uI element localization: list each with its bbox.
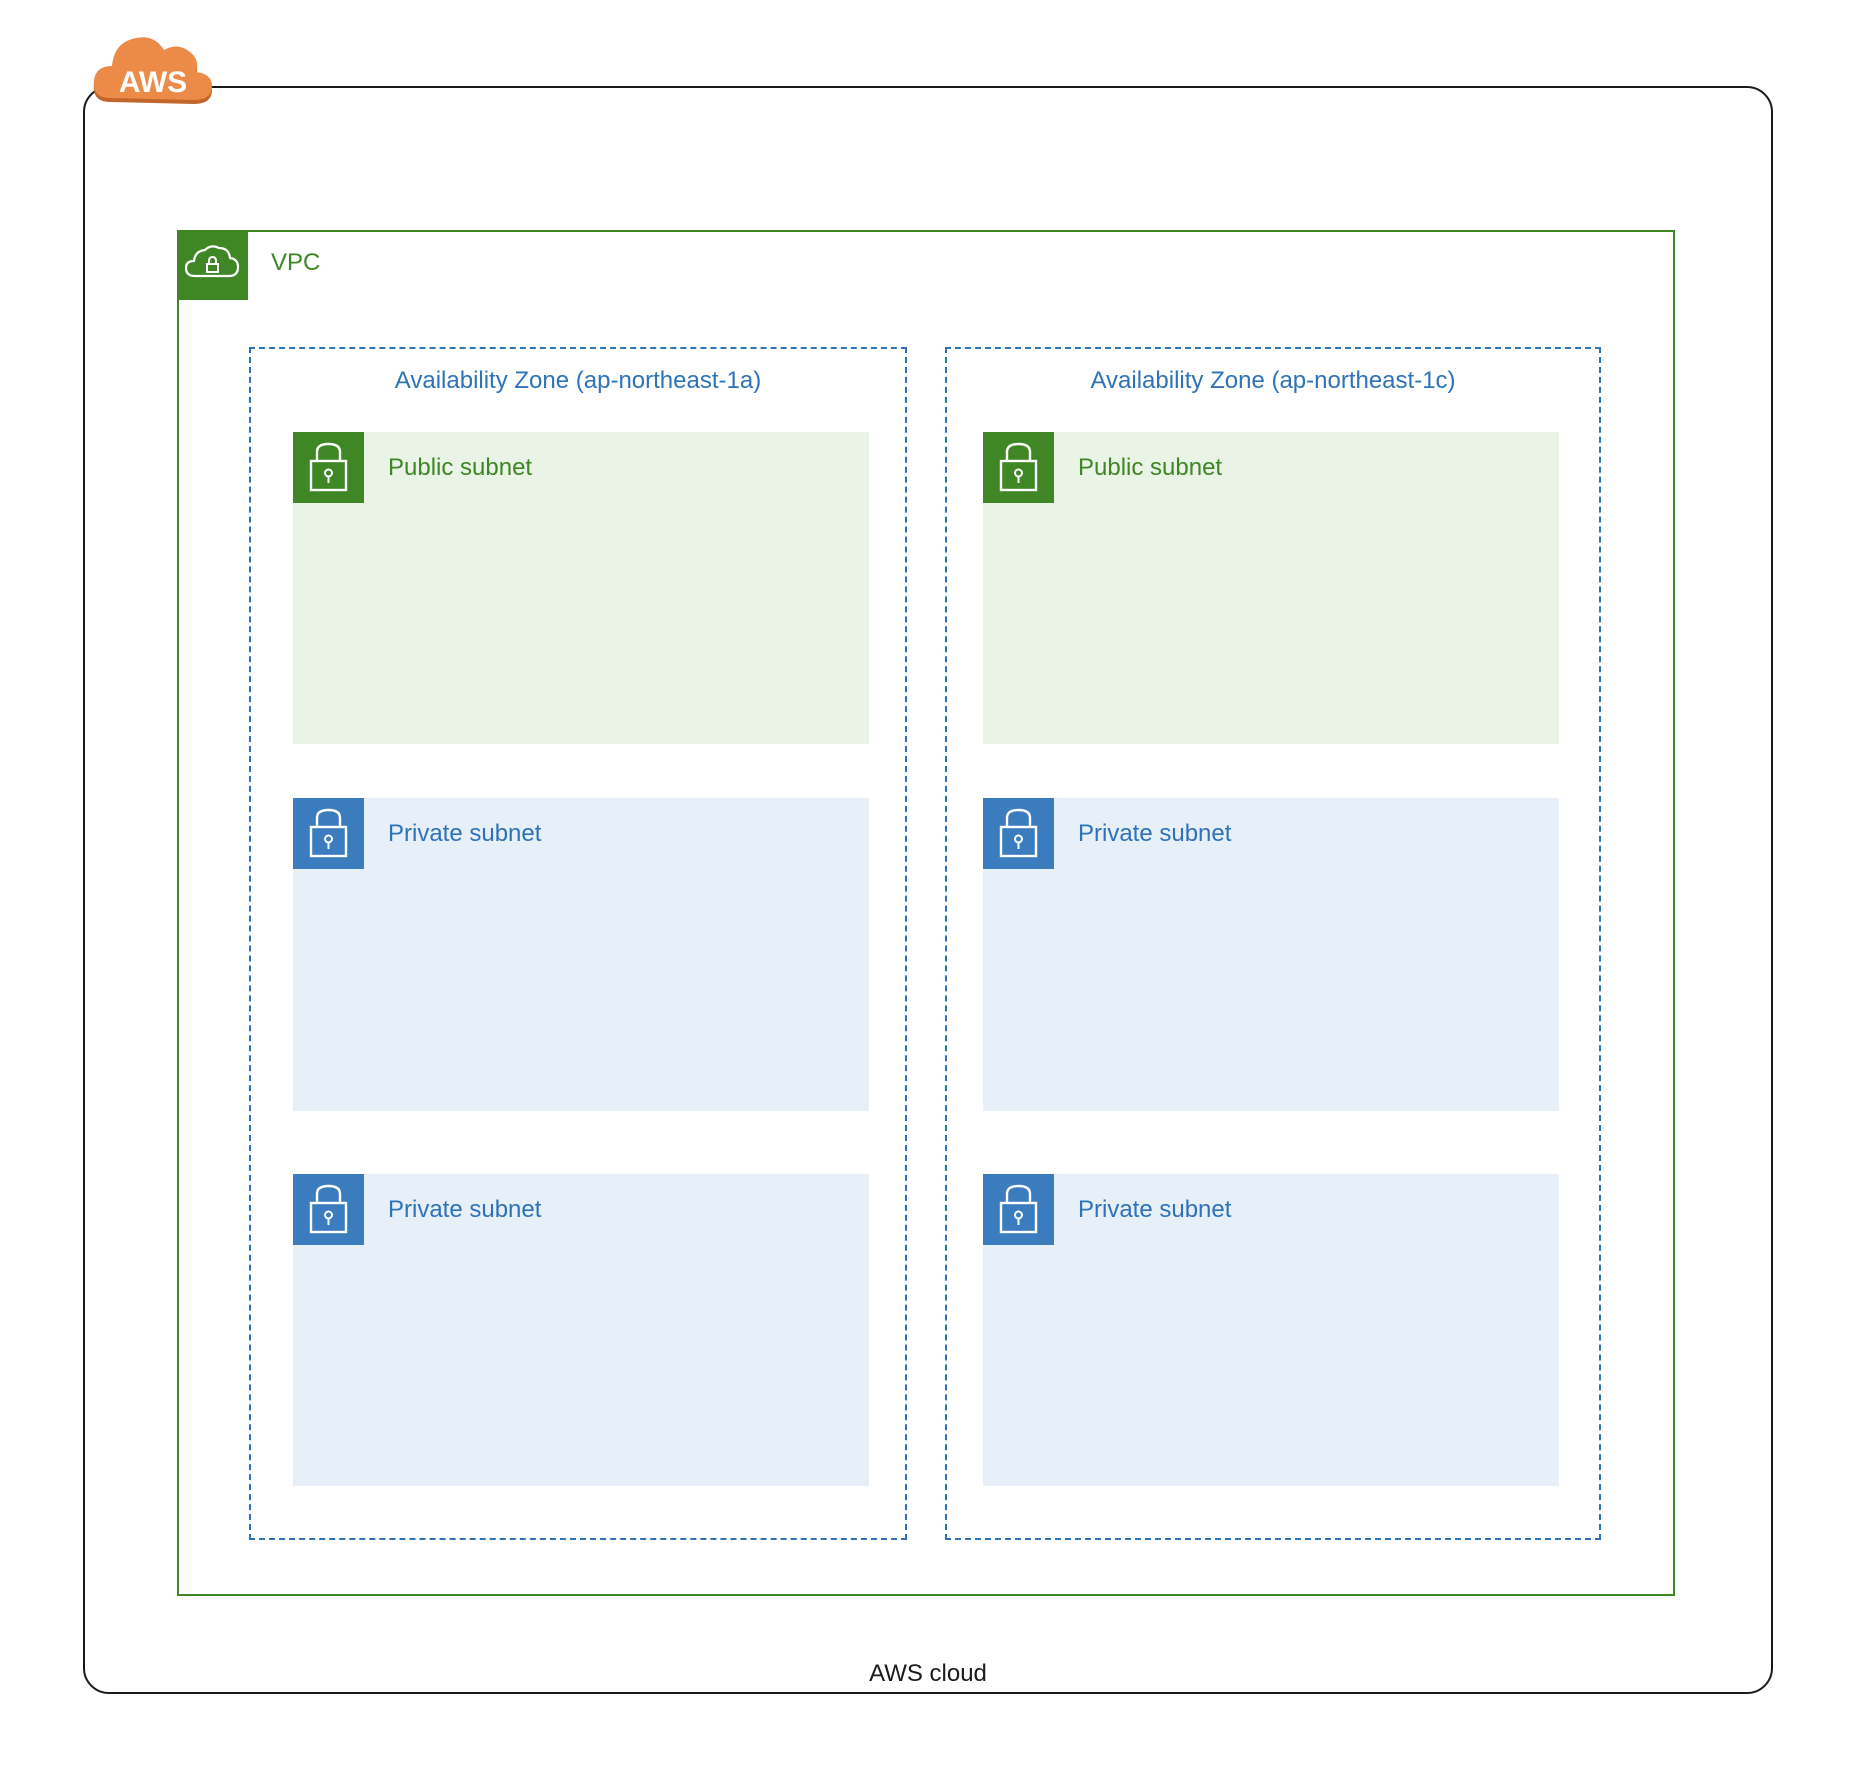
aws-logo-text: AWS — [119, 66, 187, 99]
vpc-label: VPC — [271, 249, 321, 276]
padlock-icon — [293, 432, 364, 503]
private-subnet[interactable] — [983, 798, 1559, 1111]
padlock-icon — [983, 1174, 1054, 1245]
subnet-label: Private subnet — [1078, 1196, 1232, 1223]
private-subnet[interactable] — [983, 1174, 1559, 1486]
subnet-label: Private subnet — [388, 1196, 542, 1223]
subnet-label: Private subnet — [1078, 820, 1232, 847]
availability-zone-title: Availability Zone (ap-northeast-1c) — [1090, 367, 1456, 394]
vpc-cloud-lock-icon — [177, 230, 248, 300]
padlock-icon — [293, 1174, 364, 1245]
aws-logo-icon: AWS — [90, 32, 216, 114]
private-subnet[interactable] — [293, 1174, 869, 1486]
subnet-label: Private subnet — [388, 820, 542, 847]
public-subnet[interactable] — [983, 432, 1559, 744]
private-subnet[interactable] — [293, 798, 869, 1111]
aws-cloud-label: AWS cloud — [869, 1660, 987, 1687]
availability-zone-title: Availability Zone (ap-northeast-1a) — [394, 367, 762, 394]
padlock-icon — [293, 798, 364, 869]
padlock-icon — [983, 432, 1054, 503]
subnet-label: Public subnet — [388, 454, 533, 481]
padlock-icon — [983, 798, 1054, 869]
public-subnet[interactable] — [293, 432, 869, 744]
subnet-label: Public subnet — [1078, 454, 1223, 481]
